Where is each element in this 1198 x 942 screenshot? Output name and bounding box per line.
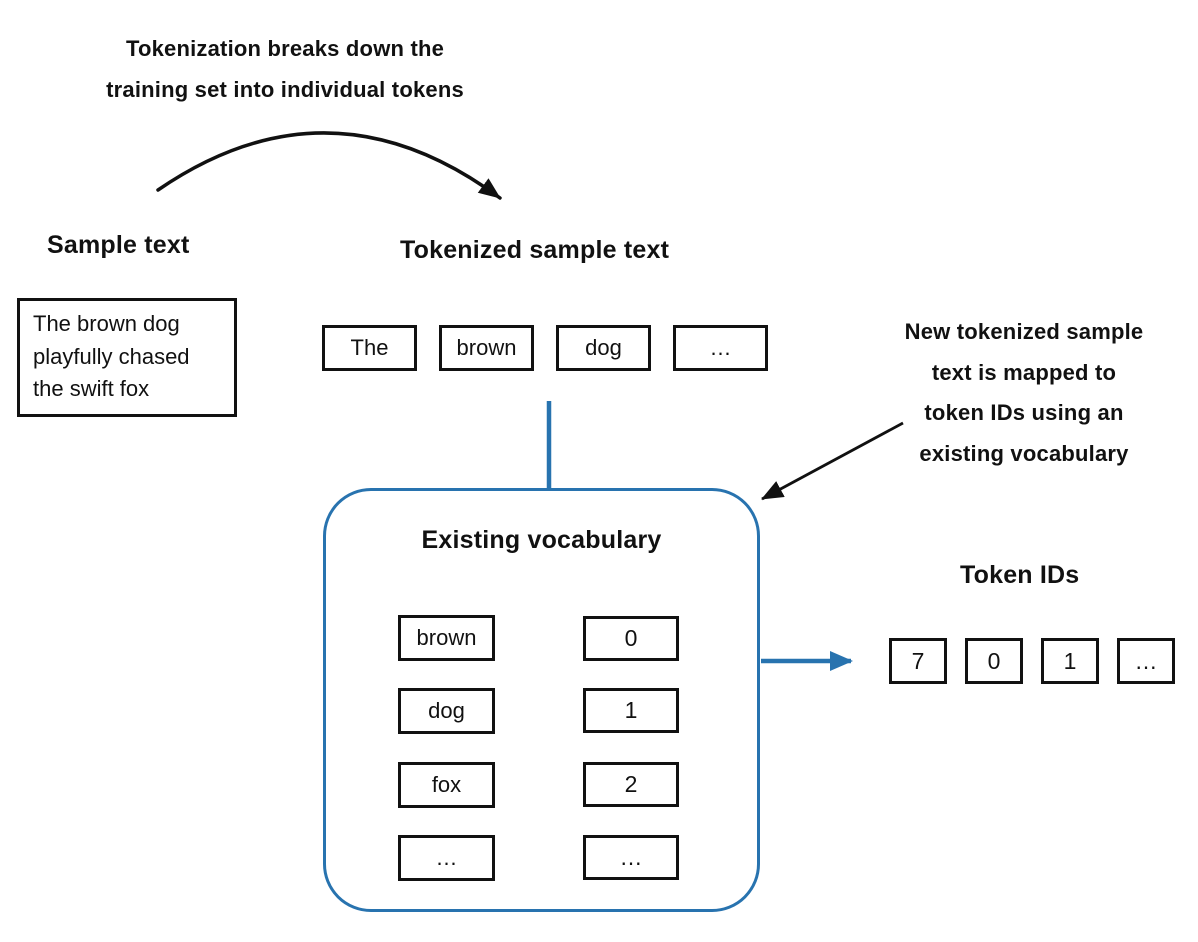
mapping-note: New tokenized sample text is mapped to t… <box>874 312 1174 474</box>
vocab-id-box: 0 <box>583 616 679 661</box>
token-ids-title: Token IDs <box>960 561 1080 589</box>
tokenization-note: Tokenization breaks down the training se… <box>55 28 515 110</box>
token-id-box: 0 <box>965 638 1023 684</box>
token-box: … <box>673 325 768 371</box>
vocab-id-box: 1 <box>583 688 679 733</box>
vocab-id-box: 2 <box>583 762 679 807</box>
token-id-box: … <box>1117 638 1175 684</box>
vocab-word-box: fox <box>398 762 495 808</box>
sample-text-title: Sample text <box>47 231 190 259</box>
sample-text-line: The brown dog <box>33 311 180 336</box>
vocab-word-box: brown <box>398 615 495 661</box>
vocab-word-box: … <box>398 835 495 881</box>
token-ids-row: 7 0 1 … <box>889 638 1175 684</box>
mapping-note-line: existing vocabulary <box>919 440 1129 466</box>
token-id-box: 7 <box>889 638 947 684</box>
vocabulary-box <box>323 488 760 912</box>
token-box: The <box>322 325 417 371</box>
tokenized-title: Tokenized sample text <box>400 236 670 264</box>
mapping-note-line: text is mapped to <box>931 359 1117 385</box>
tokenization-note-line: training set into individual tokens <box>106 77 464 102</box>
token-id-box: 1 <box>1041 638 1099 684</box>
vocab-word-box: dog <box>398 688 495 734</box>
sample-text-line: playfully chased <box>33 343 190 369</box>
sample-text-line: the swift fox <box>33 376 150 401</box>
curved-arrow-icon <box>156 131 502 200</box>
vocab-id-box: … <box>583 835 679 880</box>
sample-text-box: The brown dog playfully chased the swift… <box>17 298 237 417</box>
vocabulary-title: Existing vocabulary <box>421 526 662 554</box>
token-box: brown <box>439 325 534 371</box>
mapping-note-line: New tokenized sample <box>904 319 1144 344</box>
tokenization-note-line: Tokenization breaks down the <box>125 36 445 61</box>
token-box: dog <box>556 325 651 371</box>
token-row: The brown dog … <box>322 325 768 371</box>
mapping-note-line: token IDs using an <box>924 400 1124 425</box>
